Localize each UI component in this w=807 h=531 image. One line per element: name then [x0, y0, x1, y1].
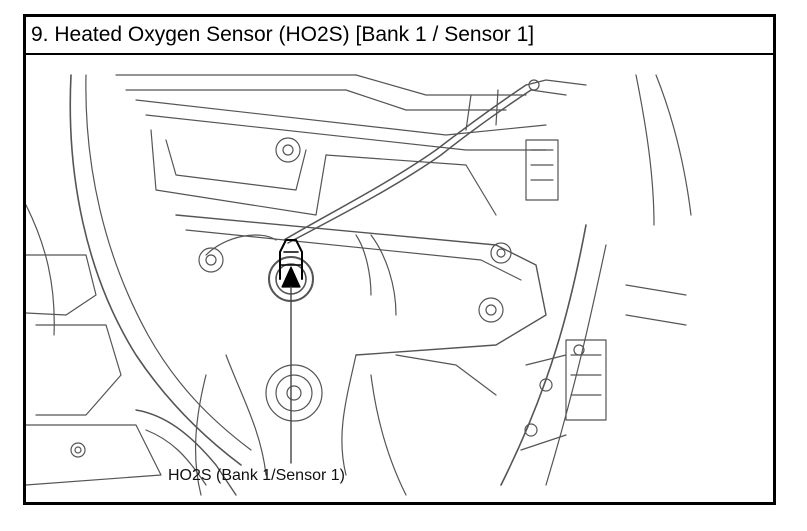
diagram-title: 9. Heated Oxygen Sensor (HO2S) [Bank 1 /… — [26, 17, 773, 55]
engine-line-art-icon — [26, 74, 692, 496]
diagram-frame: 9. Heated Oxygen Sensor (HO2S) [Bank 1 /… — [23, 14, 776, 505]
engine-diagram: HO2S (Bank 1/Sensor 1) — [26, 55, 773, 502]
sensor-callout-label: HO2S (Bank 1/Sensor 1) — [168, 467, 345, 484]
